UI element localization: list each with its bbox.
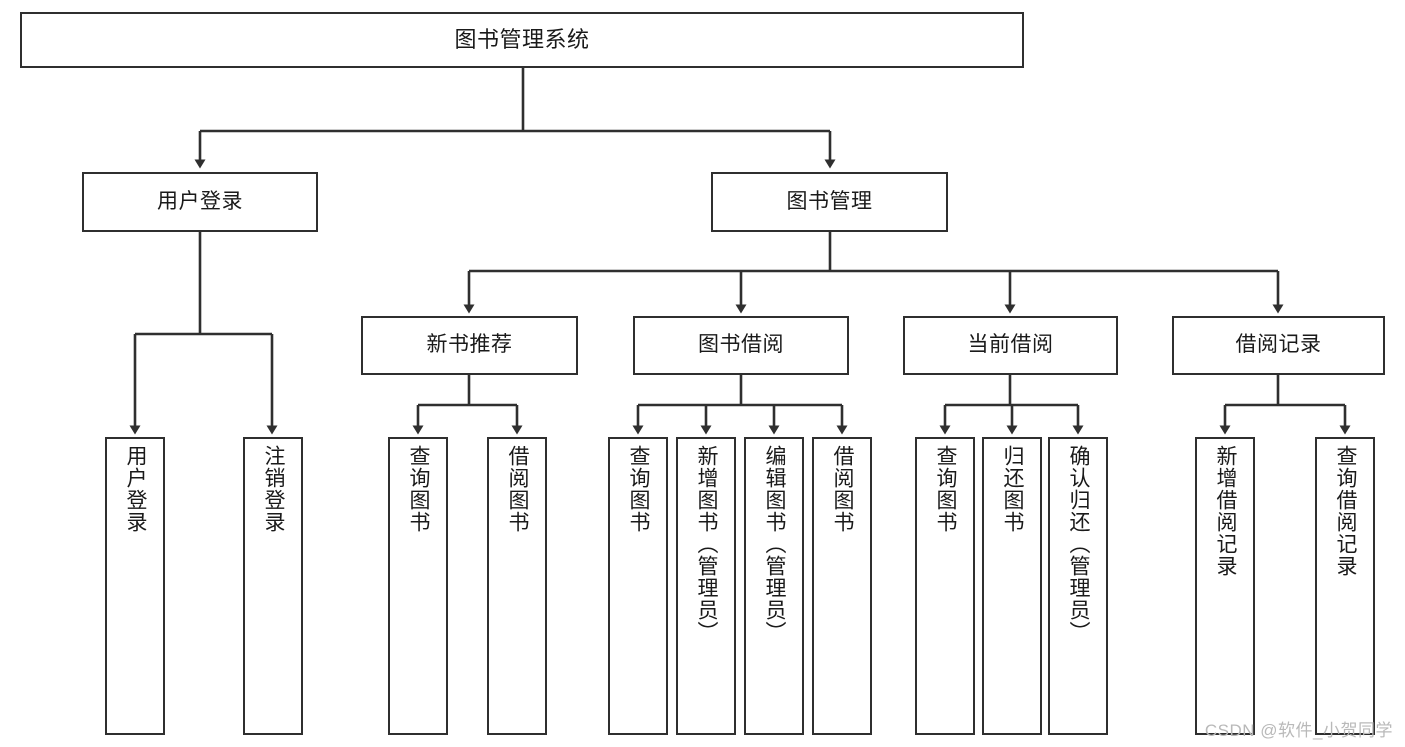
node-label: 查询借阅记录 bbox=[1334, 445, 1358, 577]
csdn-watermark: CSDN @软件_小贺同学 bbox=[1204, 721, 1393, 740]
node-label: 归还图书 bbox=[1001, 445, 1025, 533]
node-label: 当前借阅 bbox=[967, 333, 1054, 357]
node-user-login[interactable]: 用户登录 bbox=[82, 172, 318, 232]
leaf-borrow-book[interactable]: 借阅图书 bbox=[812, 437, 872, 735]
node-label: 用户登录 bbox=[157, 189, 243, 213]
node-label: 注销登录 bbox=[262, 445, 286, 533]
node-book-borrow[interactable]: 图书借阅 bbox=[633, 316, 849, 375]
leaf-query-borrow-record[interactable]: 查询借阅记录 bbox=[1315, 437, 1375, 735]
leaf-edit-book-admin[interactable]: 编辑图书（管理员） bbox=[744, 437, 804, 735]
leaf-user-login[interactable]: 用户登录 bbox=[105, 437, 165, 735]
node-current-borrow[interactable]: 当前借阅 bbox=[903, 316, 1118, 375]
leaf-logout[interactable]: 注销登录 bbox=[243, 437, 303, 735]
node-label: 新书推荐 bbox=[426, 333, 513, 357]
node-label: 图书借阅 bbox=[698, 333, 784, 357]
node-label: 借阅图书 bbox=[506, 445, 530, 533]
leaf-return-book[interactable]: 归还图书 bbox=[982, 437, 1042, 735]
leaf-query-book-current[interactable]: 查询图书 bbox=[915, 437, 975, 735]
leaf-confirm-return-admin[interactable]: 确认归还（管理员） bbox=[1048, 437, 1108, 735]
node-label: 查询图书 bbox=[407, 445, 431, 533]
node-new-book-recommend[interactable]: 新书推荐 bbox=[361, 316, 578, 375]
node-label: 编辑图书（管理员） bbox=[763, 445, 787, 643]
node-label: 新增借阅记录 bbox=[1214, 445, 1238, 577]
node-label: 图书管理 bbox=[786, 189, 873, 213]
node-label: 用户登录 bbox=[124, 445, 148, 533]
node-label: 借阅图书 bbox=[831, 445, 855, 533]
leaf-add-book-admin[interactable]: 新增图书（管理员） bbox=[676, 437, 736, 735]
node-label: 新增图书（管理员） bbox=[695, 445, 719, 643]
node-label: 确认归还（管理员） bbox=[1067, 445, 1091, 643]
leaf-query-book-recommend[interactable]: 查询图书 bbox=[388, 437, 448, 735]
leaf-borrow-book-recommend[interactable]: 借阅图书 bbox=[487, 437, 547, 735]
node-label: 图书管理系统 bbox=[454, 27, 590, 53]
node-root-book-management-system[interactable]: 图书管理系统 bbox=[20, 12, 1024, 68]
node-label: 查询图书 bbox=[934, 445, 958, 533]
leaf-add-borrow-record[interactable]: 新增借阅记录 bbox=[1195, 437, 1255, 735]
node-label: 借阅记录 bbox=[1235, 333, 1322, 357]
leaf-query-book-borrow[interactable]: 查询图书 bbox=[608, 437, 668, 735]
node-borrow-record[interactable]: 借阅记录 bbox=[1172, 316, 1385, 375]
node-book-management[interactable]: 图书管理 bbox=[711, 172, 948, 232]
node-label: 查询图书 bbox=[627, 445, 651, 533]
